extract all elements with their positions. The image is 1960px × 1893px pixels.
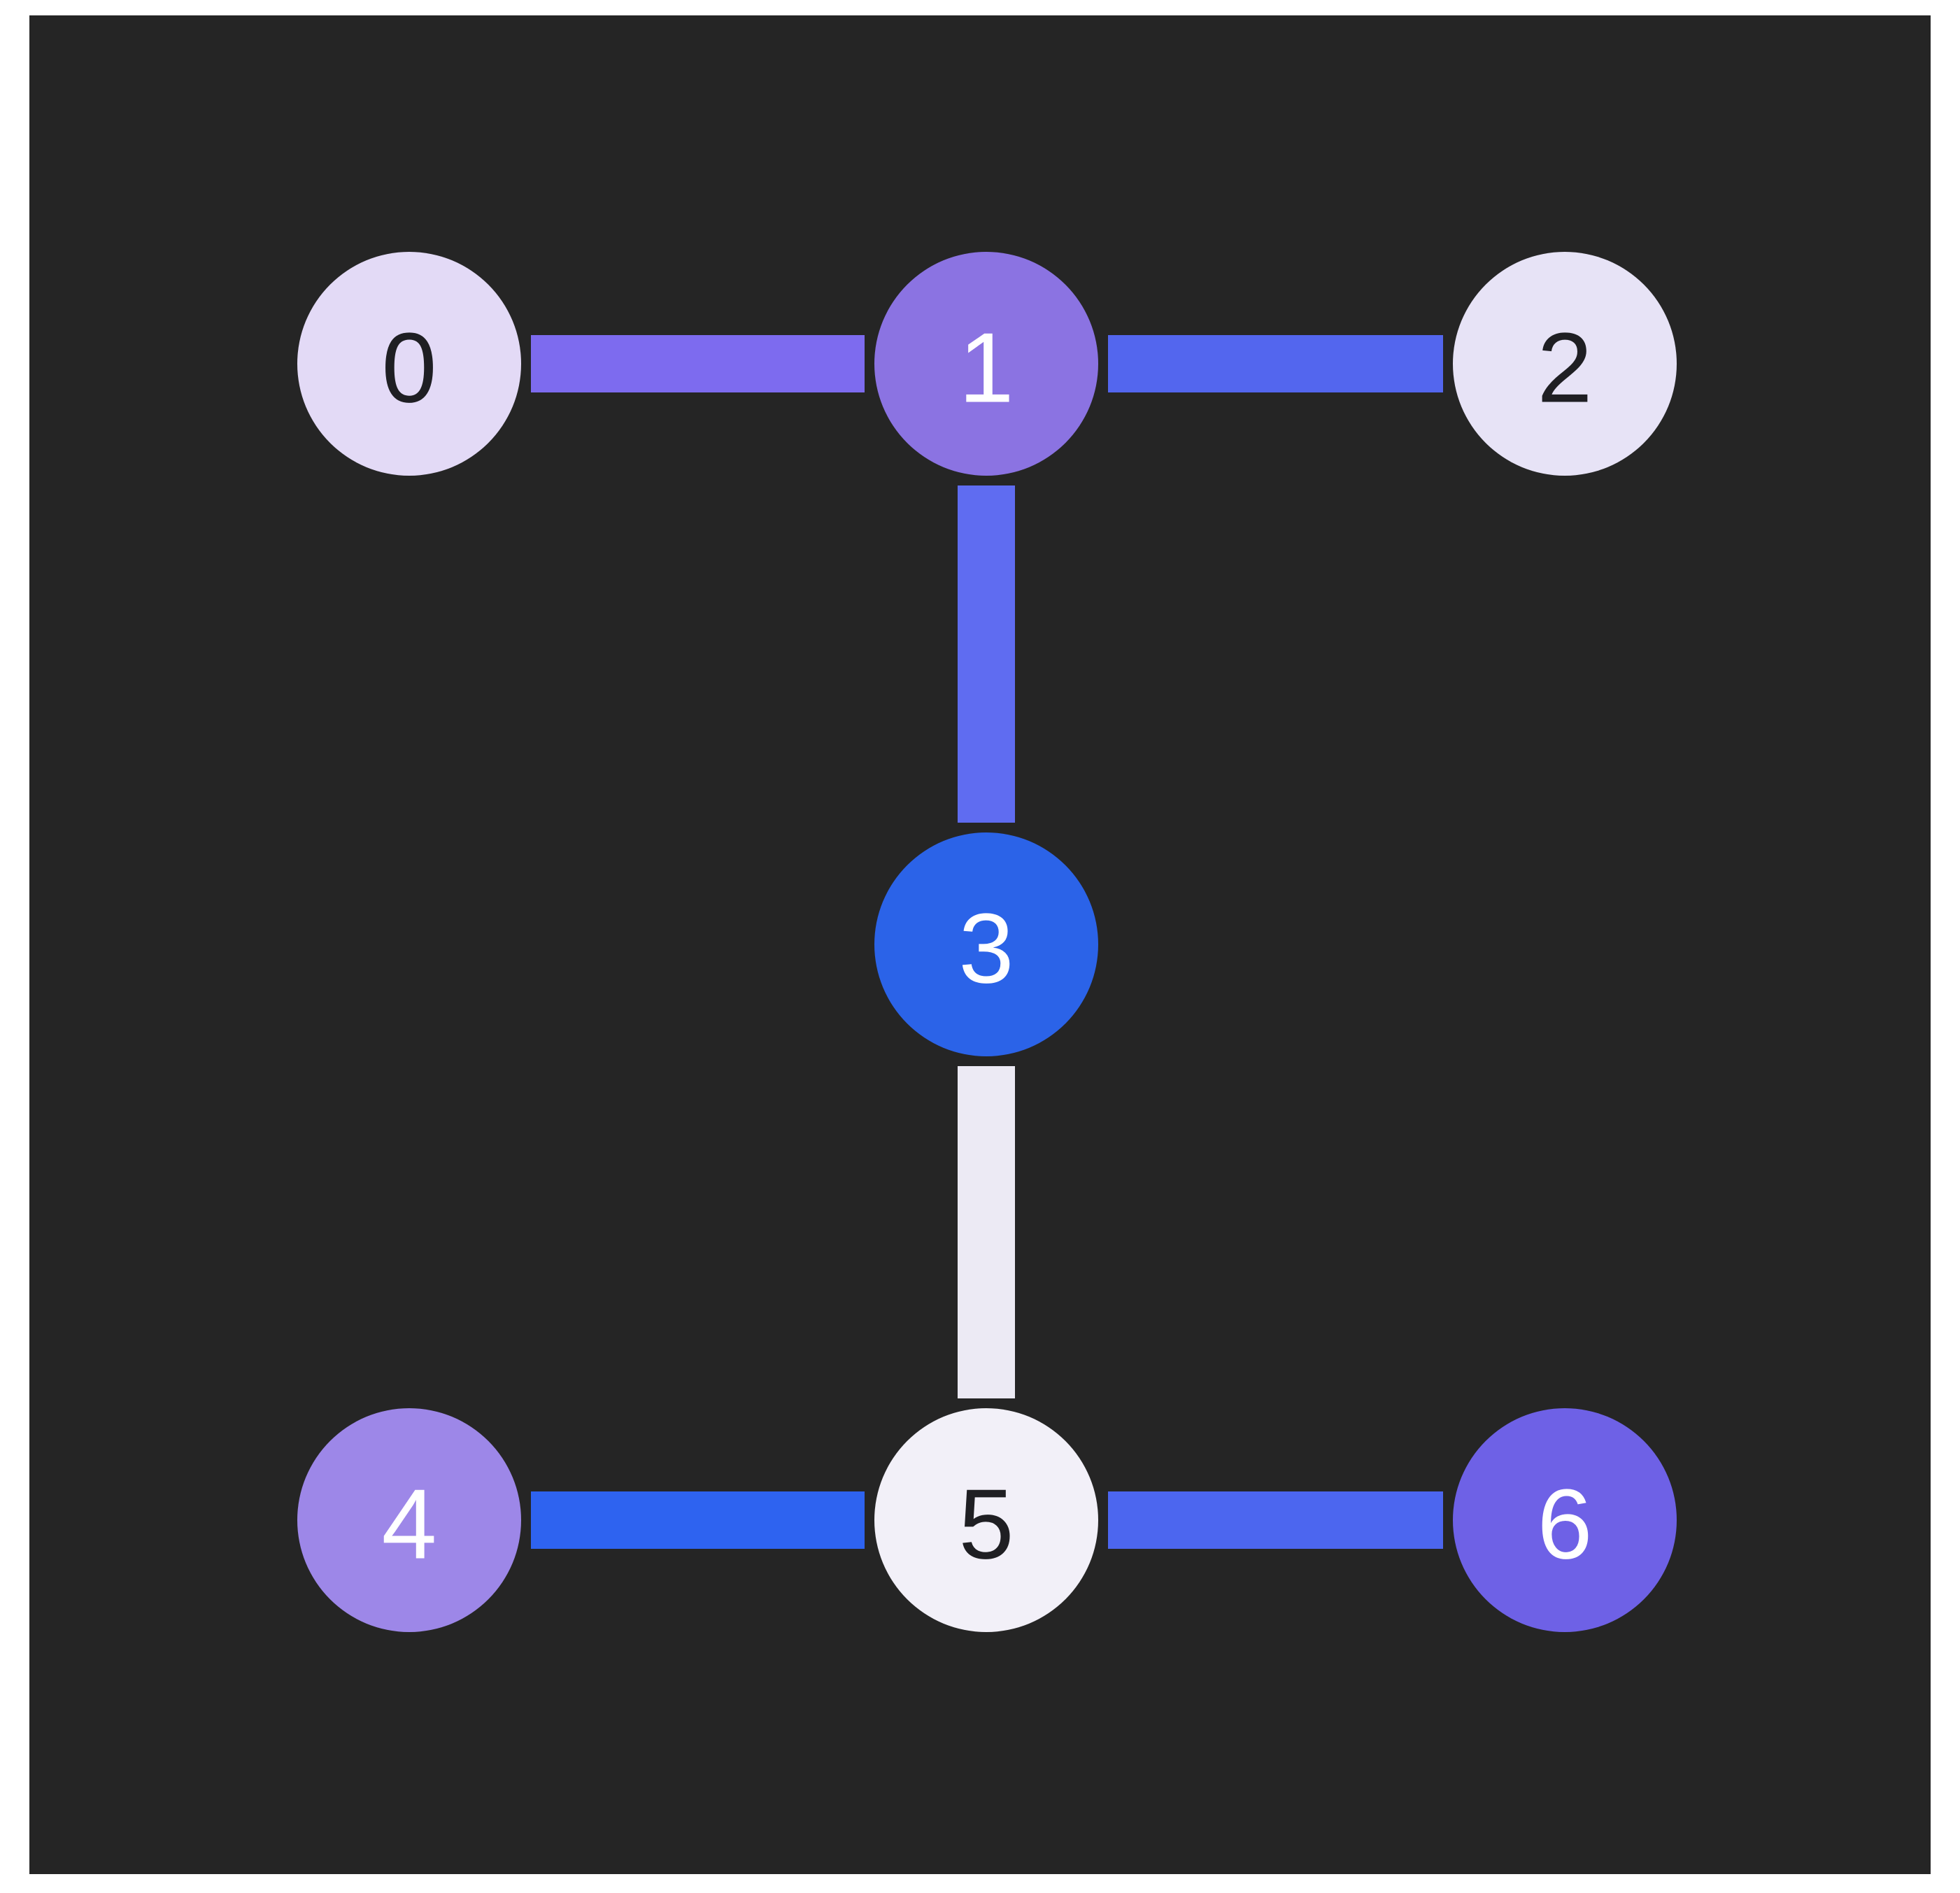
node-circle[interactable]: [297, 1408, 521, 1632]
node-label: 0: [382, 313, 437, 424]
graph-node-5[interactable]: 5: [874, 1408, 1098, 1632]
node-label: 2: [1538, 313, 1593, 424]
node-label: 4: [382, 1469, 437, 1580]
graph-node-2[interactable]: 2: [1453, 252, 1677, 476]
edges-layer: [531, 335, 1443, 1549]
node-circle[interactable]: [1453, 252, 1677, 476]
node-label: 3: [959, 893, 1014, 1005]
node-label: 1: [959, 313, 1014, 424]
graph-node-0[interactable]: 0: [297, 252, 521, 476]
node-circle[interactable]: [874, 252, 1098, 476]
node-circle[interactable]: [874, 1408, 1098, 1632]
node-circle[interactable]: [874, 832, 1098, 1056]
graph-node-4[interactable]: 4: [297, 1408, 521, 1632]
node-label: 6: [1538, 1469, 1593, 1580]
graph-node-1[interactable]: 1: [874, 252, 1098, 476]
graph-node-3[interactable]: 3: [874, 832, 1098, 1056]
nodes-layer: 0 1 2 3 4 5 6: [297, 252, 1677, 1632]
node-circle[interactable]: [1453, 1408, 1677, 1632]
node-circle[interactable]: [297, 252, 521, 476]
graph-node-6[interactable]: 6: [1453, 1408, 1677, 1632]
node-label: 5: [959, 1469, 1014, 1580]
